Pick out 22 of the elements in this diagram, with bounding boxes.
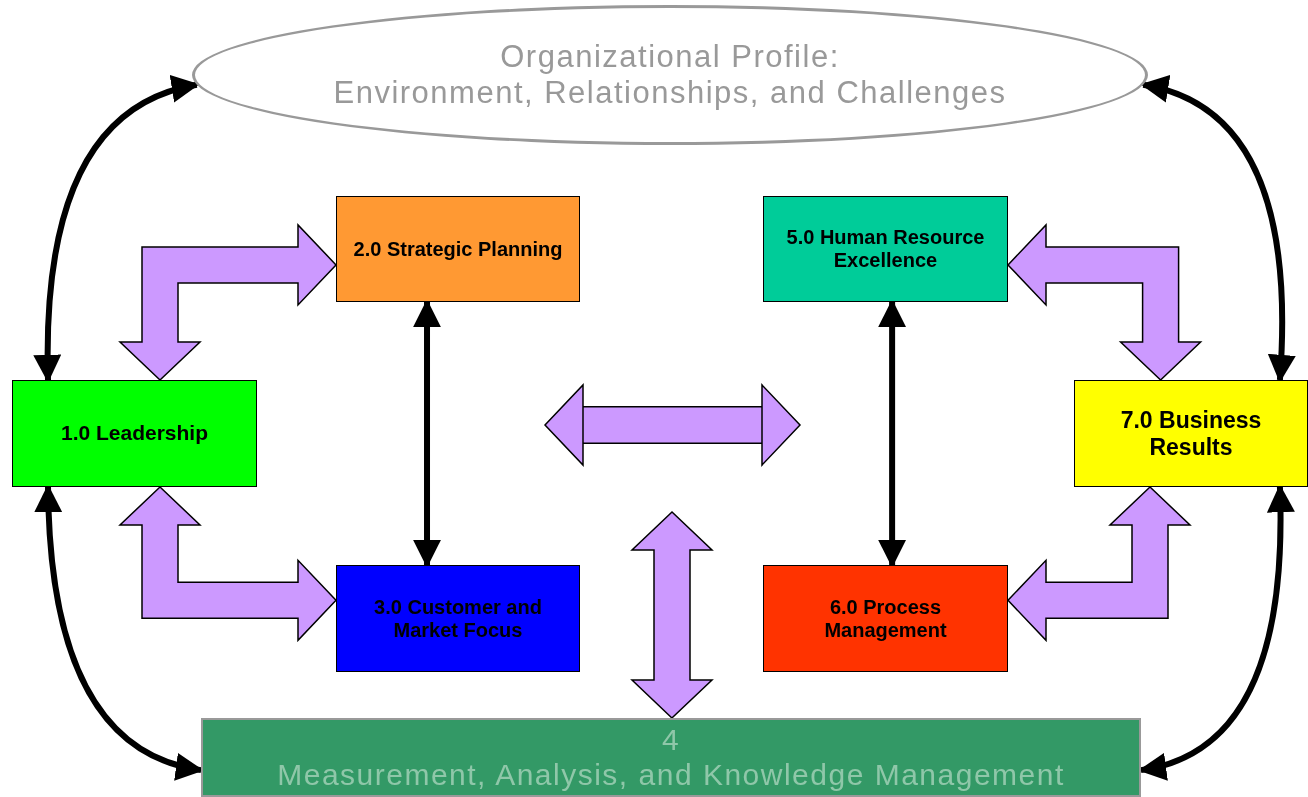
box-label: Environment, Relationships, and Challenges: [332, 75, 1008, 111]
box-label: 1.0 Leadership: [59, 421, 210, 446]
box-label: 4: [660, 723, 682, 758]
double-arrow: [1006, 485, 1192, 643]
category-box: [336, 565, 580, 672]
double-arrow: [1006, 223, 1203, 382]
box-label: Organizational Profile:: [499, 39, 841, 75]
category-box: [12, 380, 257, 487]
box-label: 7.0 Business Results: [1119, 407, 1263, 460]
box-label: Measurement, Analysis, and Knowledge Management: [276, 757, 1066, 792]
measurement-band: [201, 718, 1141, 797]
box-label: 6.0 Process Management: [823, 595, 948, 642]
category-box: [763, 196, 1008, 302]
box-label: 2.0 Strategic Planning: [352, 237, 564, 261]
category-box: [763, 565, 1008, 672]
box-label: 5.0 Human Resource Excellence: [785, 226, 986, 272]
category-box: [336, 196, 580, 302]
double-arrow: [118, 223, 338, 382]
category-box: [1074, 380, 1308, 487]
double-arrow: [118, 485, 338, 643]
double-arrow: [630, 510, 714, 720]
box-label: 3.0 Customer and Market Focus: [373, 595, 543, 642]
